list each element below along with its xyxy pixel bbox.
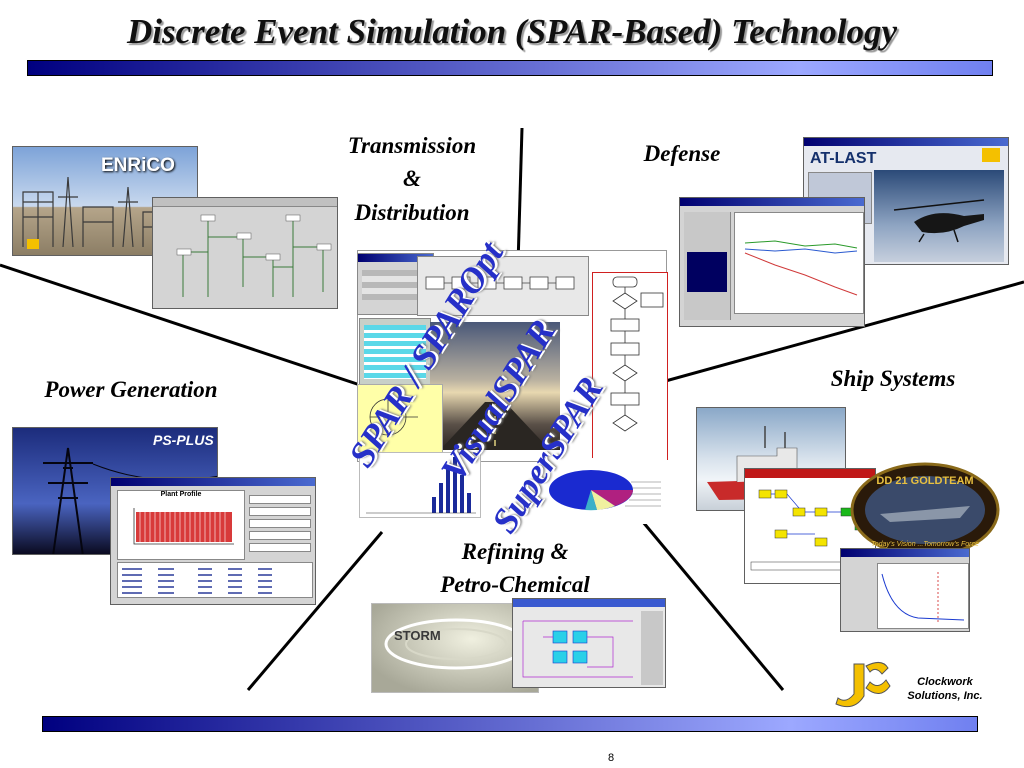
refinery-process-diagram [522,611,663,685]
clockwork-company-name-line1: Clockwork [917,676,973,688]
sector-label-ship-systems: Ship Systems [830,366,956,391]
pie-chart [545,458,667,524]
ship-results-window [840,548,970,632]
ship-model-diagram [750,489,872,571]
plant-profile-fields [249,492,311,556]
sector-label-defense: Defense [643,141,721,166]
storm-logo-text: STORM [394,628,441,643]
goldteam-badge-motto: Today's Vision ...Tomorrow's Force [871,541,979,548]
divider-line-bottom-left [246,531,384,691]
divider-line-left [0,263,361,387]
plant-profile-table [117,562,313,598]
yellow-state-diagram [357,384,443,456]
defense-chart-window [679,197,865,327]
refinery-process-window [512,598,666,688]
divider-line-top [516,127,524,266]
state-diagram-lines [369,398,418,437]
defense-options-panel [684,212,731,320]
flowchart-shapes [610,276,664,432]
defense-list-box [687,252,727,292]
clockwork-logo-icon [835,662,891,708]
enrico-network-diagram-window [152,197,338,309]
helicopter-photo [874,170,1004,262]
divider-line-bottom-right [641,521,785,691]
flowchart-panel [592,272,668,460]
histogram-chart [359,452,481,518]
enrico-logo-text: ENRiCO [101,155,175,176]
sector-label-refining: Refining & Petro-Chemical [405,535,625,602]
divider-line-right [661,280,1024,384]
plant-profile-table-rows [122,568,272,594]
clockwork-company-name: Clockwork Solutions, Inc. [894,676,996,704]
goldteam-badge-title: DD 21 GOLDTEAM [876,475,973,487]
ship-results-curve [881,572,965,624]
plant-profile-window: Plant Profile [110,477,316,605]
at-last-title: AT-LAST [810,150,877,167]
title-underline-bar [27,60,993,76]
dd21-goldteam-badge: DD 21 GOLDTEAM Today's Vision ...Tomorro… [850,462,1000,558]
histogram-bars [366,457,476,514]
sector-label-power-generation: Power Generation [44,377,218,402]
process-flow-diagram [425,276,575,290]
footer-bar [42,716,978,732]
goldteam-badge-graphic: DD 21 GOLDTEAM Today's Vision ...Tomorro… [850,462,1000,558]
road-perspective [440,402,550,450]
plant-profile-bars [133,508,234,545]
slide-title: Discrete Event Simulation (SPAR-Based) T… [126,12,898,51]
highway-sky-photo [430,322,560,450]
plant-profile-chart-title: Plant Profile [160,491,202,498]
clockwork-company-name-line2: Solutions, Inc. [907,689,983,702]
page-number: 8 [608,752,615,764]
plant-profile-chart: Plant Profile [117,490,245,560]
pie-chart-slices [549,470,661,511]
ship-results-chart [877,563,969,629]
sector-label-transmission: Transmission & Distribution [322,129,502,229]
sector-label-transmission-line2: & [403,166,421,192]
sector-label-refining-line2: Petro-Chemical [440,572,590,598]
network-diagram [176,214,332,297]
ps-plus-logo-text: PS-PLUS [153,432,214,448]
clockwork-logo [832,654,892,708]
clockwork-mini-logo-icon [982,148,1000,162]
clockwork-mini-logo-icon [27,239,39,249]
sector-label-transmission-line3: Distribution [354,199,470,225]
defense-line-chart [734,212,864,314]
defense-chart-lines [744,240,858,296]
helicopter-icon [893,199,985,243]
sector-label-transmission-line1: Transmission [347,133,477,158]
process-flow-window [417,256,589,316]
sector-label-refining-line1: Refining & [461,539,569,564]
